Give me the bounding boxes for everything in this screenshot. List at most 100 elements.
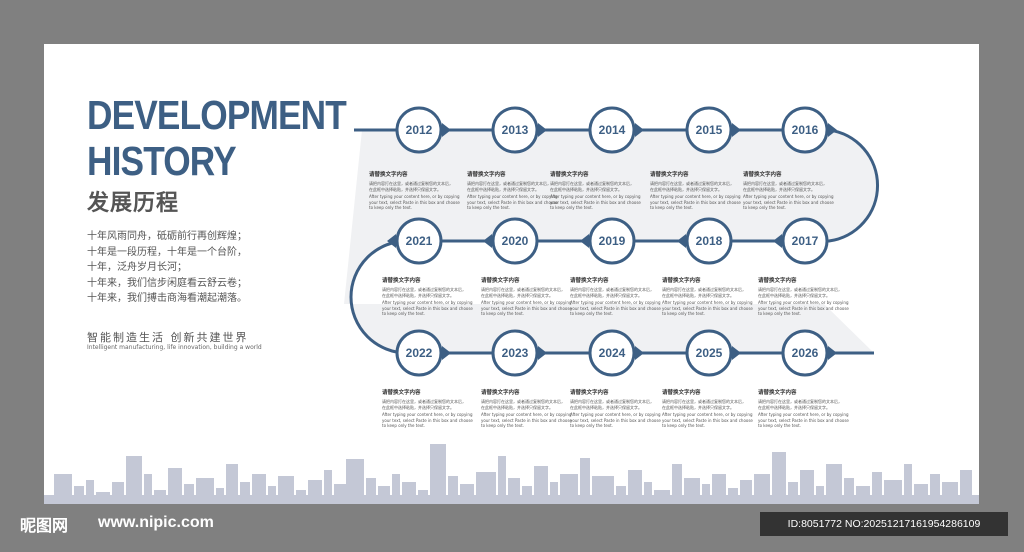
text-block-body-en: After typing your content here, or by co… [662,300,753,316]
text-block-body-cn: 请把内容打在这里，或者通过复制您的文本后，在此框中选择粘贴，并选择只保留文字。 [743,181,827,192]
skyline-building [788,482,798,504]
skyline-building [226,464,238,504]
direction-arrow [773,234,782,248]
year-node: 2021 [387,217,443,265]
text-block-heading: 请替换文字内容 [570,390,609,396]
text-block-body-en: After typing your content here, or by co… [550,194,641,210]
direction-arrow [387,234,396,248]
text-block-body-en: After typing your content here, or by co… [650,194,741,210]
direction-arrow [635,123,644,137]
year-circle [491,217,539,265]
year-node: 2012 [395,106,451,154]
year-node: 2013 [491,106,547,154]
year-circle [781,329,829,377]
text-block-body-cn: 请把内容打在这里，或者通过复制您的文本后，在此框中选择粘贴，并选择只保留文字。 [570,287,654,298]
skyline-building [672,464,682,504]
year-circle [781,217,829,265]
text-block-body-en: After typing your content here, or by co… [662,412,753,428]
text-block-body-cn: 请把内容打在这里，或者通过复制您的文本后，在此框中选择粘贴，并选择只保留文字。 [550,181,634,192]
text-block-heading: 请替换文字内容 [481,278,520,284]
year-circle [395,106,443,154]
skyline-base [44,495,979,504]
year-label: 2026 [792,346,819,360]
text-block: 请替换文字内容请把内容打在这里，或者通过复制您的文本后，在此框中选择粘贴，并选择… [550,170,645,211]
title-chinese: 发展历程 [87,191,180,216]
skyline-building [126,456,142,504]
skyline-building [930,474,940,504]
skyline-building [346,459,364,504]
text-block: 请替换文字内容请把内容打在这里，或者通过复制您的文本后，在此框中选择粘贴，并选择… [382,276,477,317]
year-node: 2020 [483,217,539,265]
year-circle [395,217,443,265]
text-block-body-cn: 请把内容打在这里，或者通过复制您的文本后，在此框中选择粘贴，并选择只保留文字。 [481,399,565,410]
skyline-building [430,444,446,504]
title-line-2: HISTORY [87,138,237,184]
text-block-body-cn: 请把内容打在这里，或者通过复制您的文本后，在此框中选择粘贴，并选择只保留文字。 [369,181,453,192]
text-block-heading: 请替换文字内容 [662,278,701,284]
watermark-site: www.nipic.com [98,514,214,531]
year-node: 2022 [395,329,451,377]
text-block-body-cn: 请把内容打在这里，或者通过复制您的文本后，在此框中选择粘贴，并选择只保留文字。 [467,181,551,192]
text-block-body-cn: 请把内容打在这里，或者通过复制您的文本后，在此框中选择粘贴，并选择只保留文字。 [382,399,466,410]
text-block: 请替换文字内容请把内容打在这里，或者通过复制您的文本后，在此框中选择粘贴，并选择… [650,170,745,211]
direction-arrow [442,123,451,137]
year-label: 2023 [502,346,529,360]
skyline-building [844,478,854,504]
text-block-heading: 请替换文字内容 [743,172,782,178]
skyline-building [904,464,912,504]
text-block-body-en: After typing your content here, or by co… [758,300,849,316]
year-circle [588,217,636,265]
year-circle [685,329,733,377]
skyline-building [86,480,94,504]
text-block-body-cn: 请把内容打在这里，或者通过复制您的文本后，在此框中选择粘贴，并选择只保留文字。 [481,287,565,298]
text-block-body-en: After typing your content here, or by co… [743,194,834,210]
year-circle [588,106,636,154]
text-block-heading: 请替换文字内容 [382,390,421,396]
slogan-english: Intelligent manufacturing, life innovati… [87,344,262,351]
text-block-body-en: After typing your content here, or by co… [481,412,572,428]
direction-arrow [828,346,837,360]
city-skyline [44,444,979,504]
skyline-building [772,452,786,504]
skyline-building [240,482,250,504]
year-node: 2026 [781,329,837,377]
title-line-1: DEVELOPMENT [87,92,347,138]
watermark-id: ID:8051772 NO:20251217161954286109 [760,512,1008,536]
text-block-heading: 请替换文字内容 [662,390,701,396]
skyline-building [144,474,152,504]
text-block: 请替换文字内容请把内容打在这里，或者通过复制您的文本后，在此框中选择粘贴，并选择… [570,276,665,317]
year-label: 2018 [696,234,723,248]
skyline-building [392,474,400,504]
text-block-body-en: After typing your content here, or by co… [481,300,572,316]
text-block-body-en: After typing your content here, or by co… [758,412,849,428]
text-block: 请替换文字内容请把内容打在这里，或者通过复制您的文本后，在此框中选择粘贴，并选择… [758,276,853,317]
year-circle [781,106,829,154]
year-node: 2025 [685,329,741,377]
direction-arrow [635,346,644,360]
text-block-body-en: After typing your content here, or by co… [369,194,460,210]
year-circle [491,106,539,154]
intro-text: 十年风雨同舟，砥砺前行再创辉煌； 十年是一段历程，十年是一个台阶， 十年，泛舟岁… [87,229,247,307]
year-label: 2019 [599,234,626,248]
direction-arrow [538,346,547,360]
year-label: 2014 [599,123,626,137]
text-block-body-cn: 请把内容打在这里，或者通过复制您的文本后，在此框中选择粘贴，并选择只保留文字。 [382,287,466,298]
text-block-body-en: After typing your content here, or by co… [570,300,661,316]
direction-arrow [828,123,837,137]
skyline-building [644,482,652,504]
year-label: 2015 [696,123,723,137]
text-block-heading: 请替换文字内容 [758,390,797,396]
year-circle [685,106,733,154]
year-label: 2013 [502,123,529,137]
text-block-body-en: After typing your content here, or by co… [382,412,473,428]
direction-arrow [732,123,741,137]
text-block-body-cn: 请把内容打在这里，或者通过复制您的文本后，在此框中选择粘贴，并选择只保留文字。 [758,399,842,410]
text-block: 请替换文字内容请把内容打在这里，或者通过复制您的文本后，在此框中选择粘贴，并选择… [743,170,838,211]
year-node: 2015 [685,106,741,154]
year-circle [395,329,443,377]
text-block-heading: 请替换文字内容 [369,172,408,178]
year-node: 2018 [677,217,733,265]
year-label: 2022 [406,346,433,360]
text-block-body-cn: 请把内容打在这里，或者通过复制您的文本后，在此框中选择粘贴，并选择只保留文字。 [662,399,746,410]
